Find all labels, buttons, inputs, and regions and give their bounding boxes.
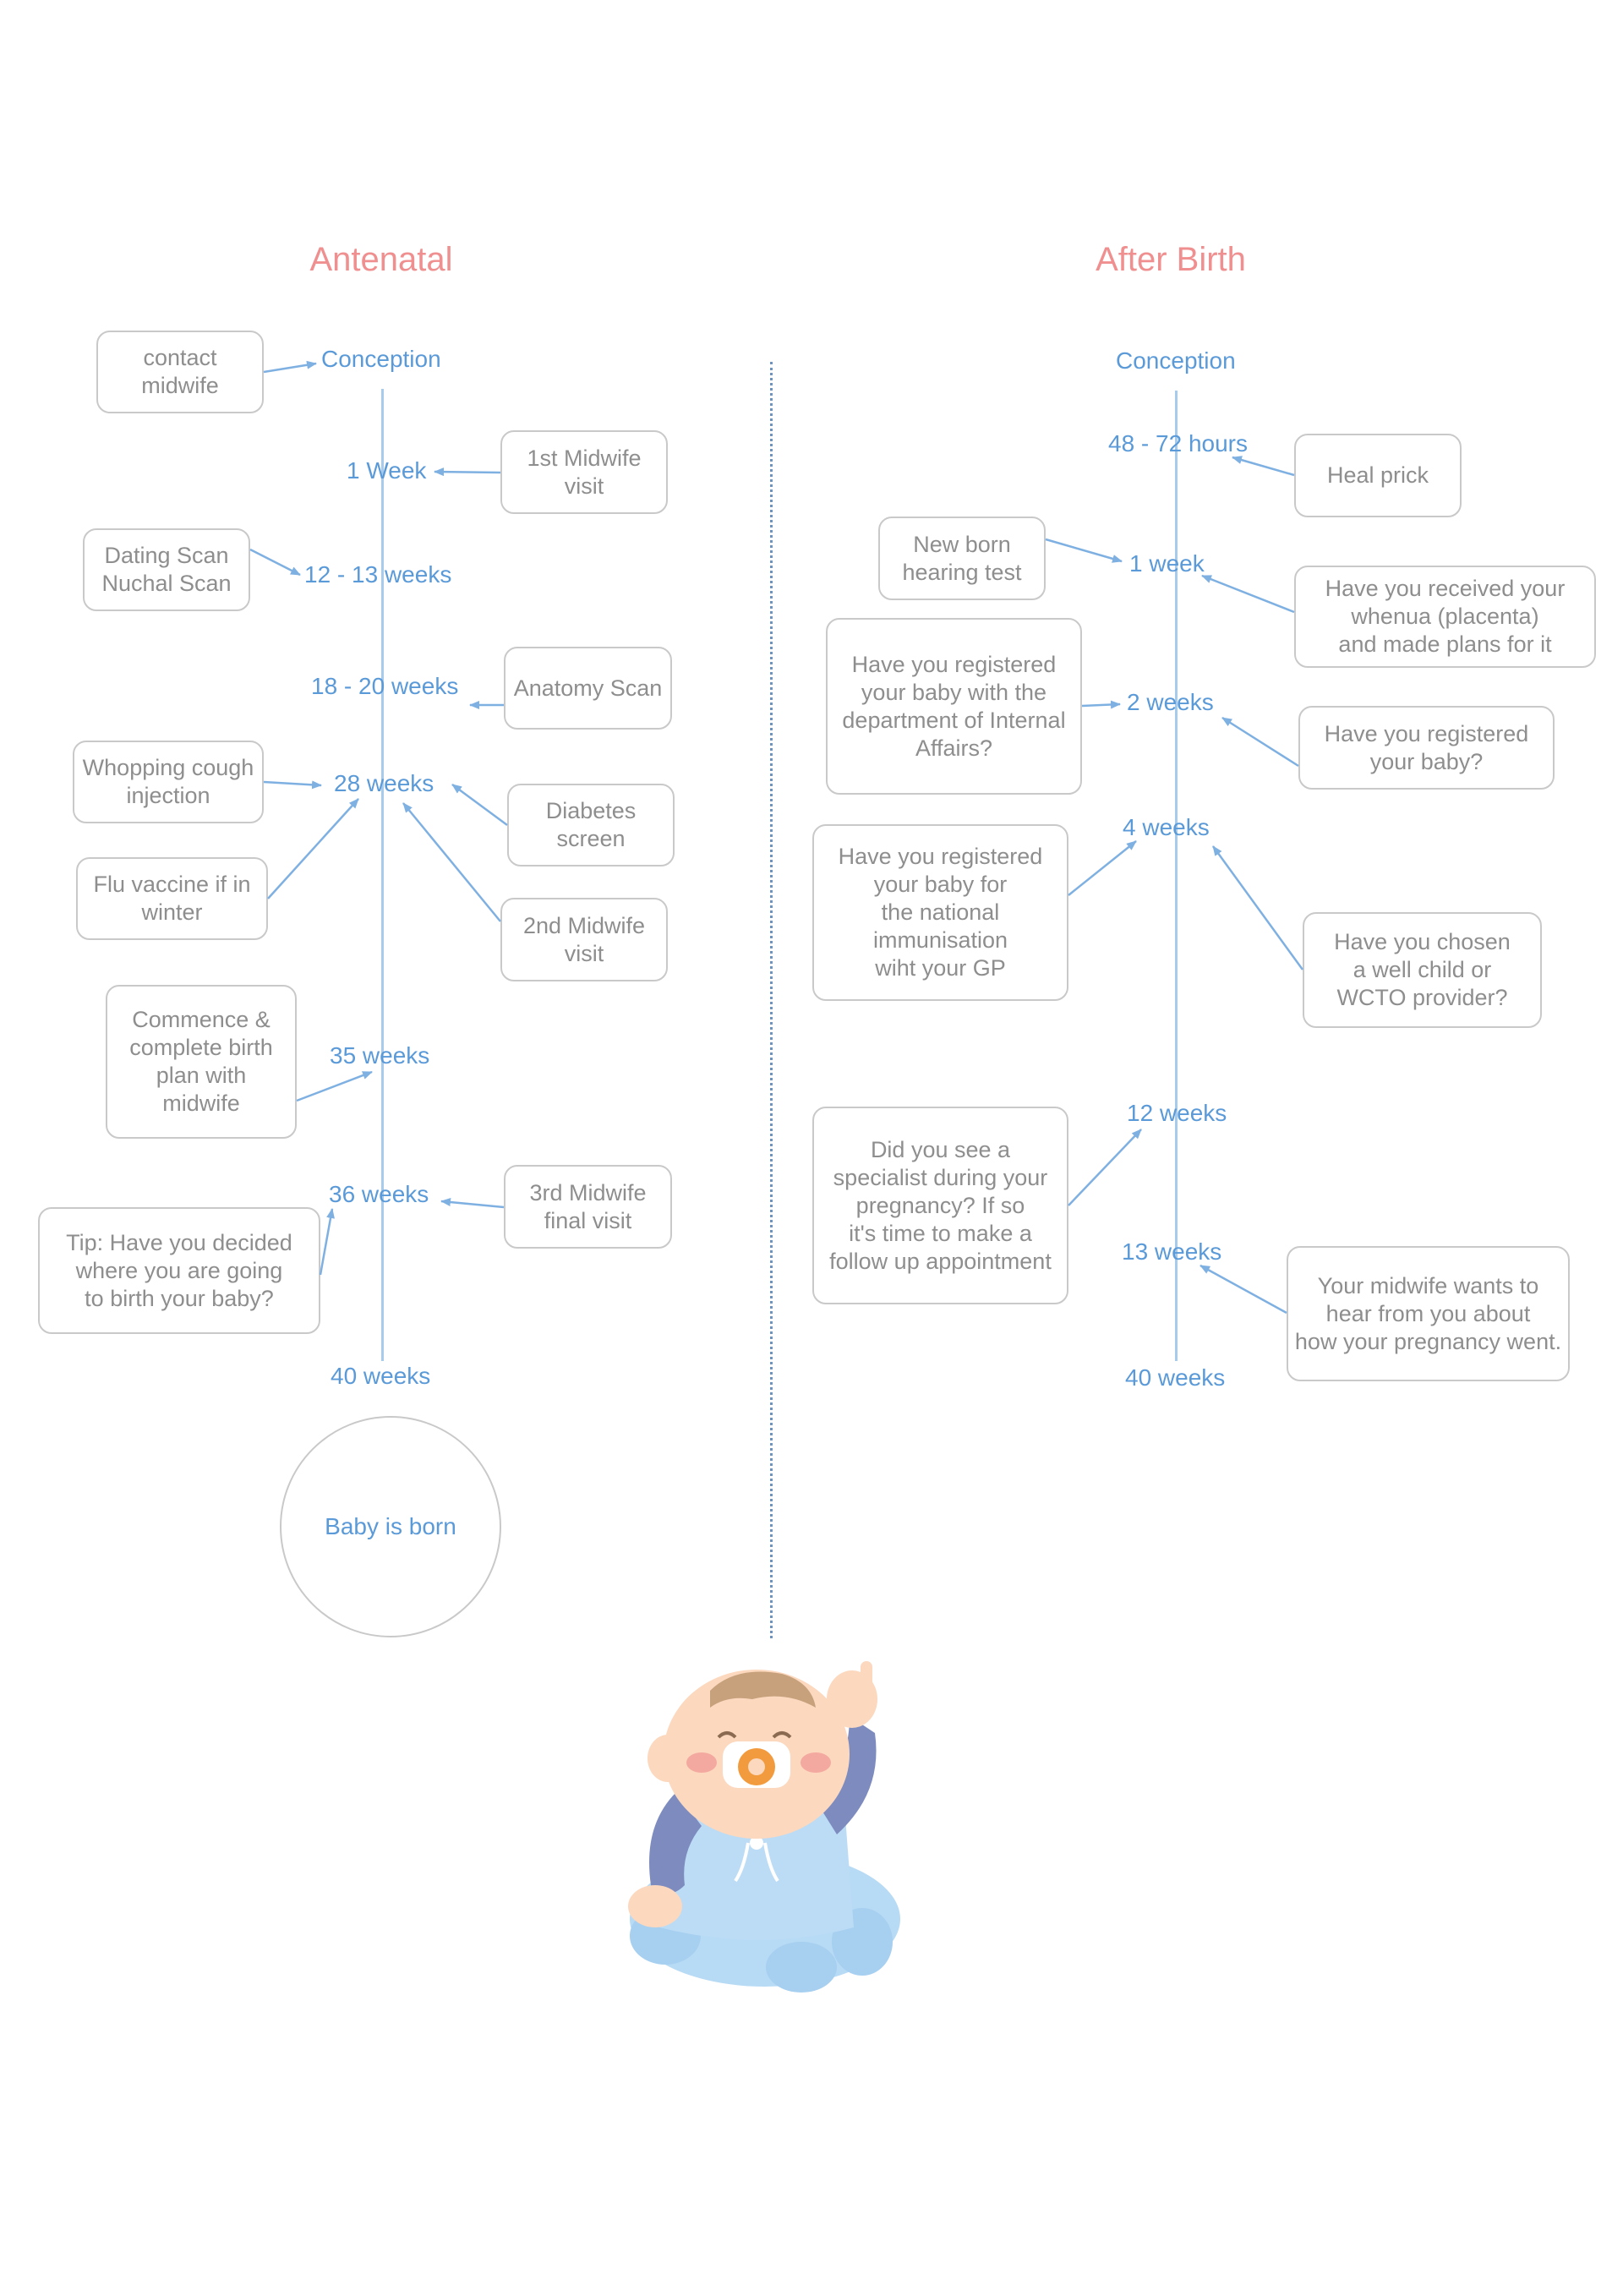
arrow-contact-midwife (263, 360, 317, 374)
antenatal-milestone-12-13-weeks: 12 - 13 weeks (304, 561, 452, 588)
arrow-internal-affairs (1081, 700, 1121, 709)
box-anatomy-scan: Anatomy Scan (504, 647, 672, 730)
column-divider (770, 362, 773, 1638)
after-birth-milestone-2-weeks: 2 weeks (1127, 689, 1214, 715)
antenatal-milestone-28-weeks: 28 weeks (334, 770, 434, 796)
box-2nd-midwife-visit: 2nd Midwife visit (500, 898, 668, 981)
box-well-child-provider: Have you chosen a well child or WCTO pro… (1303, 912, 1542, 1028)
box-birth-plan: Commence & complete birth plan with midw… (106, 985, 297, 1139)
arrow-whenua (1201, 574, 1295, 614)
antenatal-milestone-1-week: 1 Week (347, 457, 427, 484)
box-specialist-follow-up: Did you see a specialist during your pre… (812, 1107, 1068, 1304)
box-whenua-placenta: Have you received your whenua (placenta)… (1294, 566, 1596, 668)
arrow-2nd-midwife (402, 802, 501, 922)
arrow-tip-birth (319, 1208, 335, 1276)
box-dating-nuchal-scan: Dating Scan Nuchal Scan (83, 528, 250, 611)
arrow-flu-vaccine (267, 798, 359, 899)
baby-thumbs-up-icon (628, 1661, 900, 1993)
antenatal-milestone-40-weeks: 40 weeks (331, 1363, 431, 1389)
antenatal-milestone-35-weeks: 35 weeks (330, 1042, 430, 1069)
antenatal-milestone-conception: Conception (321, 346, 441, 372)
box-diabetes-screen: Diabetes screen (507, 784, 675, 866)
box-midwife-feedback: Your midwife wants to hear from you abou… (1287, 1246, 1570, 1381)
box-heal-prick: Heal prick (1294, 434, 1462, 517)
arrow-dating-scan (249, 548, 301, 577)
arrow-birth-plan (296, 1070, 373, 1102)
arrow-diabetes-screen (451, 783, 508, 827)
box-national-immunisation: Have you registered your baby for the na… (812, 824, 1068, 1001)
after-birth-milestone-12-weeks: 12 weeks (1127, 1100, 1227, 1126)
arrow-1st-midwife-visit (434, 467, 501, 477)
after-birth-timeline-line (1175, 391, 1178, 1361)
antenatal-milestone-36-weeks: 36 weeks (329, 1181, 429, 1207)
arrow-immunisation (1068, 840, 1137, 896)
arrow-3rd-midwife (440, 1198, 505, 1209)
arrow-registered-baby (1221, 716, 1299, 768)
after-birth-milestone-1-week: 1 week (1129, 550, 1205, 577)
box-3rd-midwife-final-visit: 3rd Midwife final visit (504, 1165, 672, 1249)
arrow-heal-prick (1232, 456, 1295, 477)
box-registered-baby: Have you registered your baby? (1298, 706, 1555, 790)
antenatal-milestone-18-20-weeks: 18 - 20 weeks (311, 673, 459, 699)
box-new-born-hearing-test: New born hearing test (878, 517, 1046, 600)
after-birth-milestone-4-weeks: 4 weeks (1123, 814, 1210, 840)
arrow-well-child (1211, 845, 1304, 970)
arrow-whopping-cough (263, 780, 322, 790)
after-birth-title: After Birth (1096, 241, 1246, 278)
after-birth-milestone-48-72-hours: 48 - 72 hours (1108, 430, 1248, 456)
antenatal-title: Antenatal (309, 241, 453, 278)
after-birth-milestone-40-weeks: 40 weeks (1125, 1364, 1226, 1391)
after-birth-milestone-13-weeks: 13 weeks (1122, 1238, 1222, 1265)
arrow-midwife-feedback (1199, 1264, 1287, 1315)
arrow-hearing-test (1045, 538, 1123, 563)
box-tip-birth-location: Tip: Have you decided where you are goin… (38, 1207, 320, 1334)
antenatal-timeline-line (381, 389, 384, 1361)
arrow-specialist (1068, 1129, 1142, 1206)
box-contact-midwife: contact midwife (96, 331, 264, 413)
box-flu-vaccine: Flu vaccine if in winter (76, 857, 268, 940)
after-birth-milestone-conception: Conception (1116, 347, 1236, 374)
box-1st-midwife-visit: 1st Midwife visit (500, 430, 668, 514)
box-registered-internal-affairs: Have you registered your baby with the d… (826, 618, 1082, 795)
baby-is-born-circle: Baby is born (280, 1416, 501, 1637)
box-whopping-cough-injection: Whopping cough injection (73, 741, 264, 823)
